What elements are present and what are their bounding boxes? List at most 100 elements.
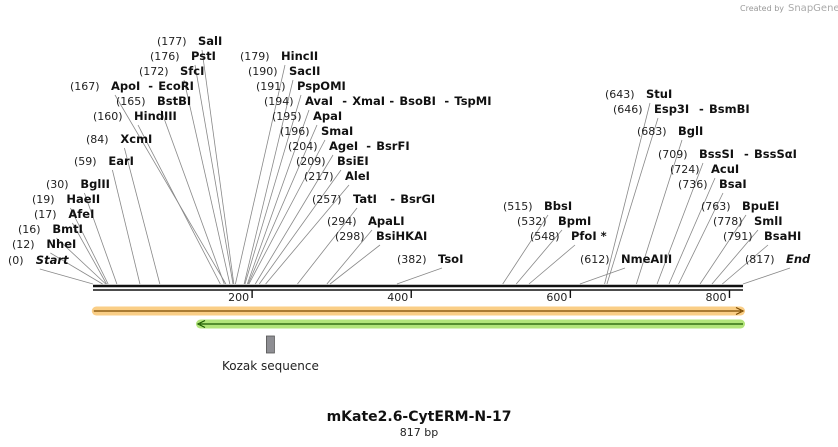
site-pspomi[interactable]: (191)PspOMI <box>256 79 346 93</box>
site-bsssi[interactable]: (709)BssSI-BssSαI <box>658 147 797 161</box>
site-name-eari[interactable]: EarI <box>108 154 134 168</box>
site-name-smli[interactable]: SmlI <box>754 214 783 228</box>
site-name-psti[interactable]: PstI <box>191 49 216 63</box>
site-name-sali[interactable]: SalI <box>198 34 222 48</box>
site-alei[interactable]: (217)AleI <box>304 169 370 183</box>
site-name-hindiii[interactable]: HindIII <box>134 109 177 123</box>
site-name-haeii[interactable]: HaeII <box>66 192 100 206</box>
site-name-end[interactable]: End <box>786 252 811 266</box>
features: Kozak sequence <box>91 306 745 373</box>
site-name-xmai[interactable]: XmaI <box>352 94 385 108</box>
site-tsoi[interactable]: (382)TsoI <box>397 252 463 266</box>
site-name-apai[interactable]: ApaI <box>313 109 342 123</box>
site-hincii[interactable]: (179)HincII <box>240 49 318 63</box>
site-bsihkai-position: (298) <box>335 230 365 243</box>
feature-kozak-sequence-box[interactable] <box>266 335 275 354</box>
site-name-bsiei[interactable]: BsiEI <box>337 154 369 168</box>
site-name-start[interactable]: Start <box>36 253 69 267</box>
site-esp3i[interactable]: (646)Esp3I-BsmBI <box>613 102 750 116</box>
site-name-stui[interactable]: StuI <box>646 87 672 101</box>
site-name-bsahi[interactable]: BsaHI <box>764 229 801 243</box>
site-smai[interactable]: (196)SmaI <box>280 124 353 138</box>
site-name-bglii[interactable]: BglII <box>80 177 110 191</box>
site-psti[interactable]: (176)PstI <box>150 49 216 63</box>
site-name-bsihkai[interactable]: BsiHKAI <box>376 229 427 243</box>
site-name-tati[interactable]: TatI <box>353 192 377 206</box>
site-hindiii[interactable]: (160)HindIII <box>93 109 177 123</box>
site-avai[interactable]: (194)AvaI-XmaI-BsoBI-TspMI <box>264 94 492 108</box>
site-stui[interactable]: (643) StuI <box>605 87 672 101</box>
site-name-xcmi[interactable]: XcmI <box>120 132 152 146</box>
site-name-bsai[interactable]: BsaI <box>719 177 747 191</box>
site-name-hincii[interactable]: HincII <box>281 49 318 63</box>
site-name-smai[interactable]: SmaI <box>321 124 353 138</box>
site-name-bsssi[interactable]: BssSI <box>699 147 734 161</box>
credit-brand[interactable]: SnapGene <box>788 3 838 14</box>
site-smli[interactable]: (778)SmlI <box>713 214 783 228</box>
site-bsiei[interactable]: (209)BsiEI <box>296 154 369 168</box>
site-bglii-position: (30) <box>46 178 69 191</box>
site-bglii[interactable]: (30) BglII <box>46 177 110 191</box>
site-name-bbsi[interactable]: BbsI <box>544 199 572 213</box>
site-name-bpuei[interactable]: BpuEI <box>742 199 779 213</box>
site-name-acui[interactable]: AcuI <box>711 162 739 176</box>
site-name-separator: - <box>342 94 347 108</box>
site-name-apoi[interactable]: ApoI <box>111 79 140 93</box>
site-name-tsoi[interactable]: TsoI <box>438 252 463 266</box>
site-tati[interactable]: (257)TatI-BsrGI <box>312 192 435 206</box>
sequence-backbone[interactable] <box>93 284 743 291</box>
site-bsihkai[interactable]: (298) BsiHKAI <box>335 229 427 243</box>
site-name-avai[interactable]: AvaI <box>305 94 333 108</box>
site-eari[interactable]: (59)EarI <box>74 154 134 168</box>
site-sfci[interactable]: (172)SfcI <box>139 64 204 78</box>
site-name-bsrfi[interactable]: BsrFI <box>376 139 409 153</box>
site-sali[interactable]: (177)SalI <box>157 34 222 48</box>
site-haeii[interactable]: (19)HaeII <box>32 192 100 206</box>
site-name-pspomi[interactable]: PspOMI <box>297 79 346 93</box>
site-name-apali[interactable]: ApaLI <box>368 214 405 228</box>
site-name-bsrgi[interactable]: BsrGI <box>400 192 435 206</box>
site-name-alei[interactable]: AleI <box>345 169 370 183</box>
site-pfoi[interactable]: (548)PfoI * <box>530 229 607 243</box>
site-name-bmti[interactable]: BmtI <box>52 222 83 236</box>
site-acui[interactable]: (724)AcuI <box>670 162 739 176</box>
site-name-nhei[interactable]: NheI <box>46 237 76 251</box>
site-nmeaiii[interactable]: (612)NmeAIII <box>580 252 672 266</box>
site-xcmi[interactable]: (84)XcmI <box>86 132 152 146</box>
site-bbsi[interactable]: (515)BbsI <box>503 199 572 213</box>
site-end[interactable]: (817)End <box>745 252 811 266</box>
site-name-tspmi[interactable]: TspMI <box>454 94 491 108</box>
site-stui-position: (643) <box>605 88 635 101</box>
site-start[interactable]: (0)Start <box>8 253 69 267</box>
site-name-bsss-i[interactable]: BssSαI <box>754 147 797 161</box>
site-agei[interactable]: (204)AgeI-BsrFI <box>288 139 410 153</box>
site-name-separator: - <box>699 102 704 116</box>
leader-nhei <box>50 252 103 285</box>
site-bmti[interactable]: (16)BmtI <box>18 222 83 236</box>
site-name-nmeaiii[interactable]: NmeAIII <box>621 252 672 266</box>
site-apai[interactable]: (195)ApaI <box>272 109 342 123</box>
site-name-bstbi[interactable]: BstBI <box>157 94 191 108</box>
site-bpuei[interactable]: (763)BpuEI <box>701 199 779 213</box>
site-name-afei[interactable]: AfeI <box>68 207 94 221</box>
site-bpmi[interactable]: (532)BpmI <box>517 214 591 228</box>
site-name-bsmbi[interactable]: BsmBI <box>709 102 750 116</box>
site-bsahi[interactable]: (791)BsaHI <box>723 229 801 243</box>
site-name-sfci[interactable]: SfcI <box>180 64 204 78</box>
site-name-pfoi[interactable]: PfoI * <box>571 229 607 243</box>
site-nhei[interactable]: (12)NheI <box>12 237 76 251</box>
site-bstbi[interactable]: (165)BstBI <box>116 94 191 108</box>
site-name-bsobi[interactable]: BsoBI <box>399 94 436 108</box>
site-name-sacii[interactable]: SacII <box>289 64 320 78</box>
site-sacii[interactable]: (190)SacII <box>248 64 320 78</box>
site-name-esp3i[interactable]: Esp3I <box>654 102 689 116</box>
site-afei[interactable]: (17)AfeI <box>34 207 94 221</box>
site-bgli[interactable]: (683)BglI <box>637 124 703 138</box>
site-name-ecori[interactable]: EcoRI <box>158 79 194 93</box>
site-name-bgli[interactable]: BglI <box>678 124 703 138</box>
site-bsai[interactable]: (736)BsaI <box>678 177 747 191</box>
site-name-bpmi[interactable]: BpmI <box>558 214 591 228</box>
site-apali[interactable]: (294)ApaLI <box>327 214 405 228</box>
site-apoi[interactable]: (167)ApoI-EcoRI <box>70 79 194 93</box>
site-name-agei[interactable]: AgeI <box>329 139 358 153</box>
